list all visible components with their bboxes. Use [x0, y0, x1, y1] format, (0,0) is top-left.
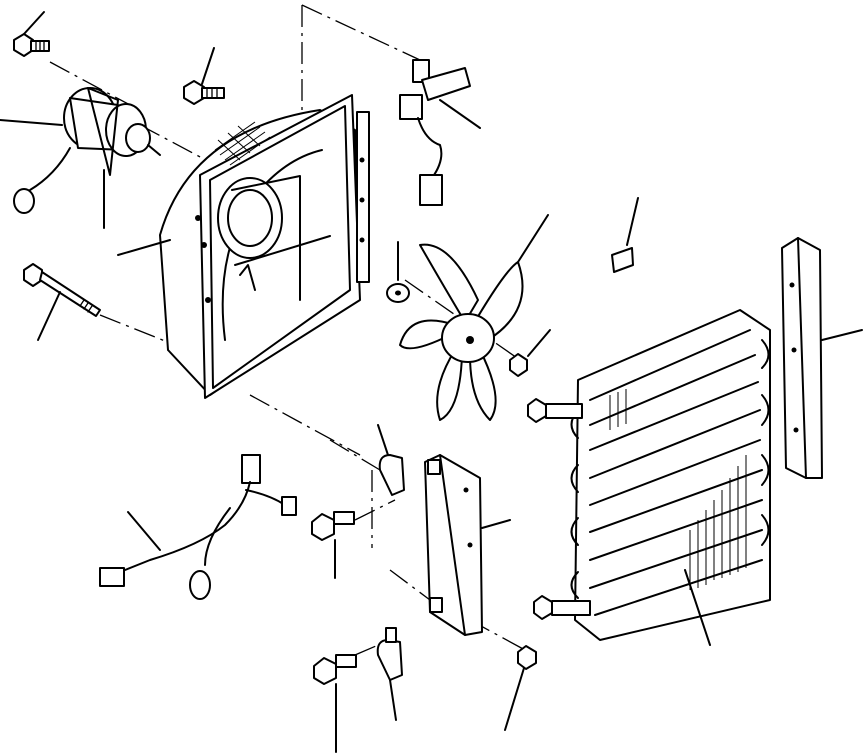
condenser-core	[570, 309, 771, 646]
washer	[386, 241, 410, 303]
fan-motor	[0, 87, 161, 229]
clamp-lower	[376, 627, 403, 721]
mesh-patch	[214, 121, 271, 166]
flange-nut-lower	[504, 645, 537, 731]
hex-bolt-motor	[13, 11, 50, 57]
side-bracket-right	[781, 237, 863, 479]
fan-blade	[399, 214, 549, 421]
resistor-connector	[399, 59, 481, 206]
hex-bolt-shroud	[183, 47, 225, 105]
long-bolt	[23, 263, 101, 341]
fan-shroud	[117, 94, 370, 399]
fin-hatch	[609, 389, 747, 590]
bracket-left	[424, 454, 511, 636]
clamp-upper	[377, 424, 405, 496]
nut	[509, 329, 551, 377]
condenser-fitting-lower	[533, 595, 591, 620]
wiring-harness	[99, 454, 297, 600]
condenser-fitting-upper	[527, 398, 583, 423]
flange-bolt-lower	[313, 654, 357, 753]
label-plate	[611, 197, 639, 273]
flange-bolt-upper	[311, 511, 355, 579]
